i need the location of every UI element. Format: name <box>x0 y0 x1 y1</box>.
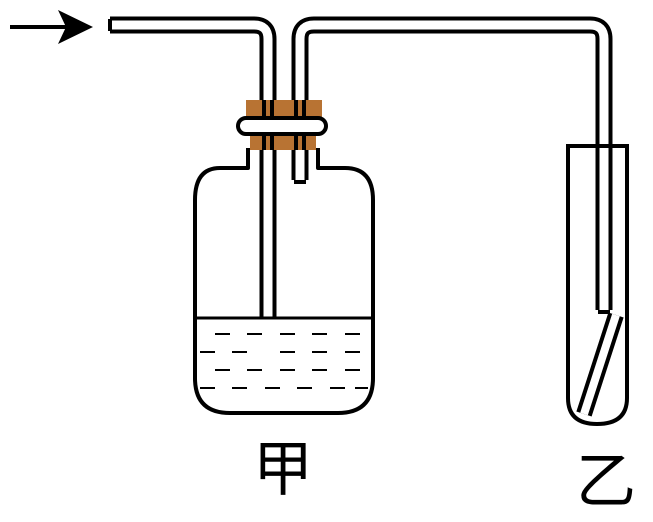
rubber-stopper <box>236 100 328 150</box>
outlet-tube <box>291 16 613 314</box>
gas-washing-bottle <box>193 148 375 415</box>
bottle-liquid <box>195 318 373 413</box>
test-tube-outline <box>566 146 629 426</box>
bottle-outline <box>193 148 375 415</box>
arrow-right-icon <box>10 10 93 44</box>
bottle-label: 甲 <box>253 435 313 505</box>
bottle-neck-ring <box>236 116 328 136</box>
test-tube <box>566 144 629 426</box>
inlet-tube <box>108 16 277 348</box>
tube-label: 乙 <box>576 447 636 517</box>
liquid-dashes <box>200 333 368 389</box>
